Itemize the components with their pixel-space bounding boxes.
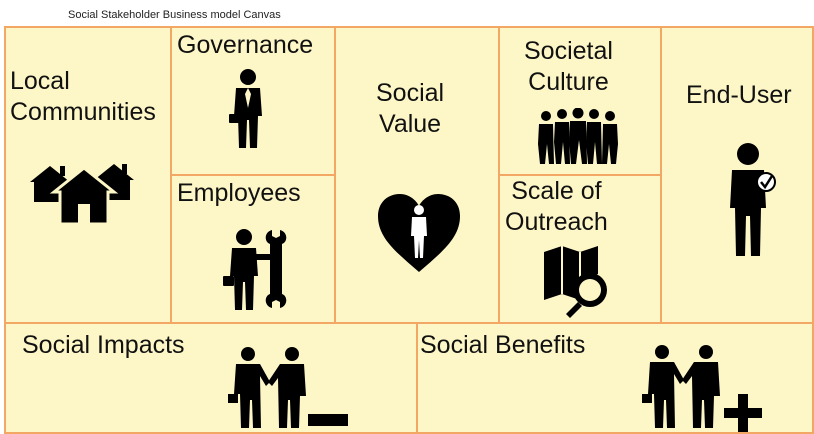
block-end-user: End-User bbox=[660, 26, 814, 324]
block-title: Social Impacts bbox=[22, 331, 185, 359]
block-title: Governance bbox=[177, 31, 314, 59]
block-societal-culture: Societal Culture bbox=[498, 26, 662, 176]
map-magnifier-icon bbox=[542, 244, 614, 318]
block-governance: Governance bbox=[170, 26, 336, 176]
handshake-plus-icon bbox=[640, 344, 766, 434]
group-of-people-icon bbox=[536, 108, 620, 166]
user-check-icon bbox=[720, 142, 780, 258]
block-scale-of-outreach: Scale of Outreach bbox=[498, 174, 662, 324]
block-social-benefits: Social Benefits bbox=[416, 322, 814, 434]
block-social-value: Social Value bbox=[334, 26, 500, 324]
heart-person-icon bbox=[376, 192, 462, 274]
block-title: Scale of Outreach bbox=[505, 177, 608, 236]
block-local-communities: Local Communities bbox=[4, 26, 172, 324]
block-title: Employees bbox=[177, 179, 301, 207]
block-title: Local Communities bbox=[10, 67, 156, 126]
businessman-icon bbox=[228, 68, 268, 150]
block-title: Social Value bbox=[376, 79, 445, 138]
block-title: End-User bbox=[686, 81, 792, 109]
worker-with-wrench-icon bbox=[220, 228, 292, 312]
handshake-minus-icon bbox=[226, 346, 352, 430]
block-title: Societal Culture bbox=[524, 37, 613, 96]
block-title: Social Benefits bbox=[420, 331, 586, 359]
canvas-caption: Social Stakeholder Business model Canvas bbox=[68, 9, 281, 21]
block-employees: Employees bbox=[170, 174, 336, 324]
block-social-impacts: Social Impacts bbox=[4, 322, 418, 434]
houses-icon bbox=[28, 158, 138, 228]
